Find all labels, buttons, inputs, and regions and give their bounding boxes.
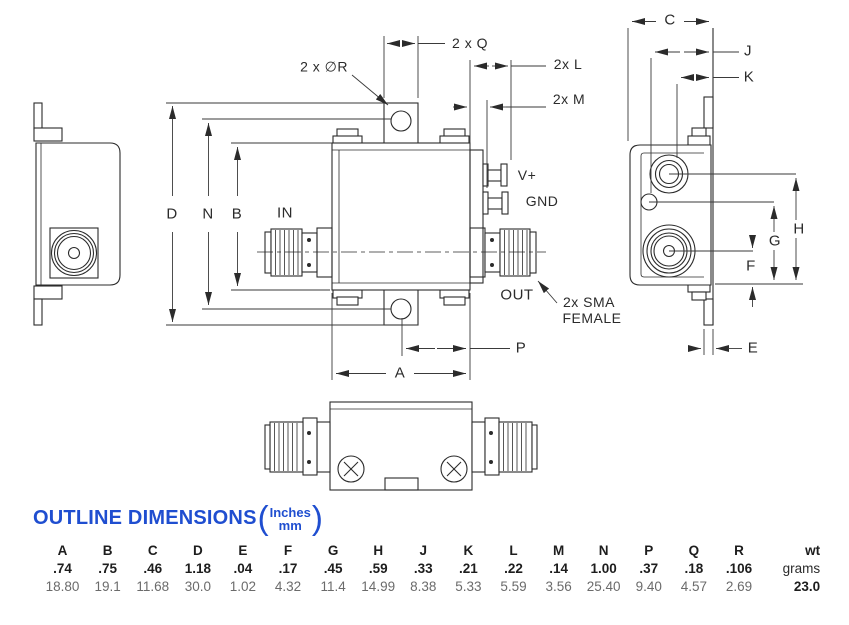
dim-label-k: K [743,68,755,86]
dim-label-j: J [744,42,752,60]
dim-label-p: P [515,339,527,357]
table-col-wt: wt grams 23.0 [782,543,821,594]
table-col-g: G .45 11.4 [320,543,346,594]
dim-label-m: 2x M [552,91,586,107]
port-label-out: OUT [500,286,534,304]
gnd-pin [482,191,509,215]
outline-dimensions-title: OUTLINE DIMENSIONS [33,506,257,529]
dimension-lines [166,18,803,380]
table-col-b: B .75 19.1 [94,543,121,594]
technical-drawing [33,18,803,491]
table-col-h: H .59 14.99 [361,543,396,594]
dimension-table: A .74 18.80 B .75 19.1 C .46 11.68 D 1.1… [40,542,824,596]
phillips-screw-right [440,455,468,483]
units-mm: mm [278,518,302,533]
phillips-screw-left [337,455,365,483]
dim-label-q: 2 x Q [452,35,488,51]
dim-label-f: F [746,257,756,275]
right-paren: ) [311,499,323,536]
table-col-q: Q .18 4.57 [680,543,707,594]
pin-label-gnd: GND [525,193,559,209]
in-sma-connector [264,227,333,278]
table-col-r: R .106 2.69 [725,543,753,594]
left-paren: ( [257,499,269,536]
section-title: OUTLINE DIMENSIONS ( Inches mm ) [33,499,324,536]
dim-label-l: 2x L [553,56,583,72]
dim-label-g: G [768,232,782,250]
dim-label-r: 2 x ∅R [300,58,348,75]
out-sma-connector [469,227,537,278]
table-col-c: C .46 11.68 [136,543,170,594]
top-view [257,102,546,326]
table-col-m: M .14 3.56 [545,543,572,594]
table-col-f: F .17 4.32 [274,543,302,594]
connector-note-line1: 2x SMA [562,294,616,310]
dim-label-b: B [231,205,243,223]
dim-label-n: N [202,205,214,223]
units-stack: Inches mm [270,506,311,532]
dim-label-c: C [664,11,676,29]
table-col-l: L .22 5.59 [500,543,527,594]
table-col-d: D 1.18 30.0 [184,543,211,594]
table-col-e: E .04 1.02 [229,543,257,594]
dim-label-h: H [793,220,805,238]
table-col-p: P .37 9.40 [635,543,662,594]
table-col-a: A .74 18.80 [45,543,80,594]
pin-label-vplus: V+ [517,167,537,183]
connector-note-line2: FEMALE [562,310,622,326]
front-view [264,401,538,491]
dim-label-e: E [747,339,759,357]
table-col-k: K .21 5.33 [455,543,482,594]
units-inches: Inches [269,505,311,520]
vplus-pin [482,163,508,187]
dim-label-d: D [166,205,178,223]
right-side-view [629,28,714,326]
port-label-in: IN [277,204,293,222]
table-col-n: N 1.00 25.40 [586,543,621,594]
left-side-view [33,102,121,326]
dim-label-a: A [394,364,406,382]
table-col-j: J .33 8.38 [410,543,437,594]
